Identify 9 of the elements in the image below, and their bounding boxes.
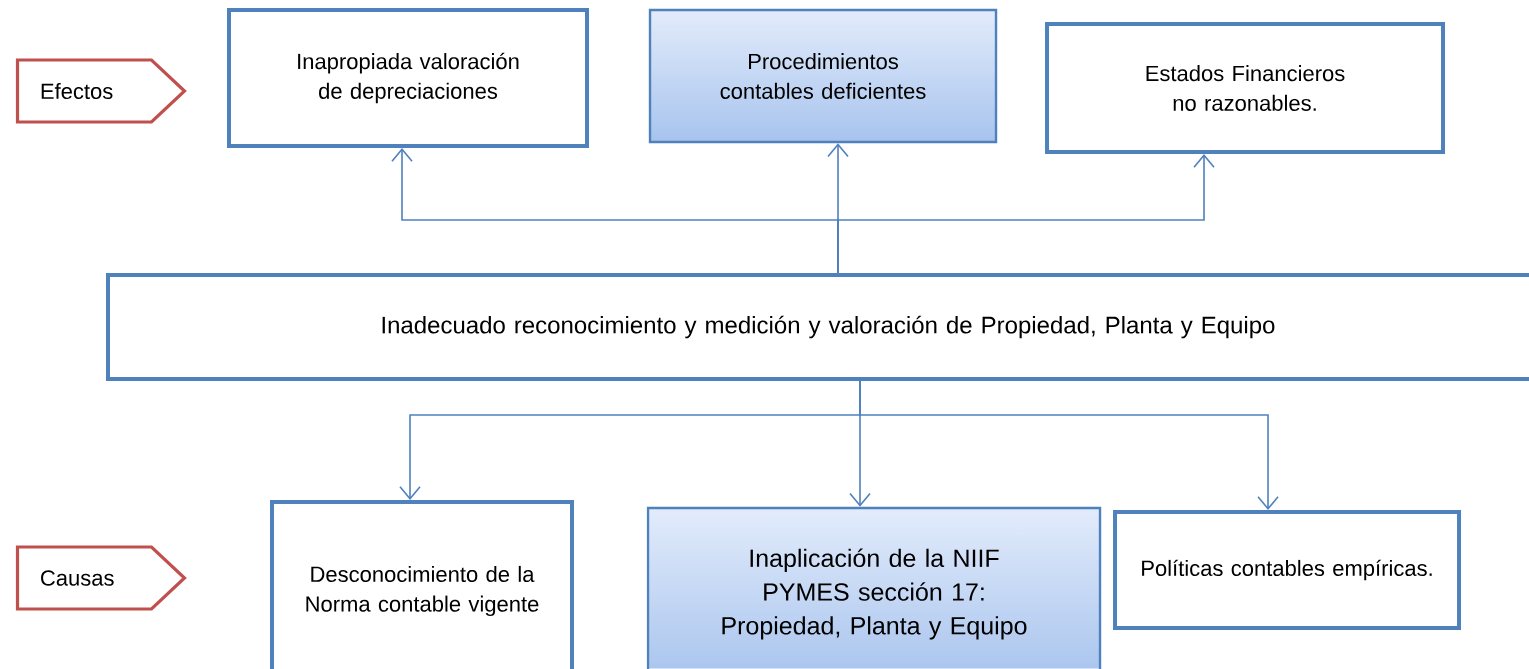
problem-box: Inadecuado reconocimiento y medición y valoración de Propiedad, Planta y Equipo [106, 273, 1529, 381]
arrow [859, 380, 1279, 510]
shaded-box: Procedimientos contables deficientes [648, 8, 998, 144]
text-box: Desconocimiento de la Norma contable vigente [270, 500, 574, 669]
text-box: Inapropiada valoración de depreciaciones [227, 8, 589, 148]
shaded-box: Inaplicación de la NIIF PYMES sección 17: Propiedad, Planta y Equipo [646, 506, 1102, 669]
arrow [837, 154, 1215, 274]
text-box: Políticas contables empíricas. [1113, 510, 1462, 630]
text-box: Estados Financieros no razonables. [1045, 22, 1445, 154]
